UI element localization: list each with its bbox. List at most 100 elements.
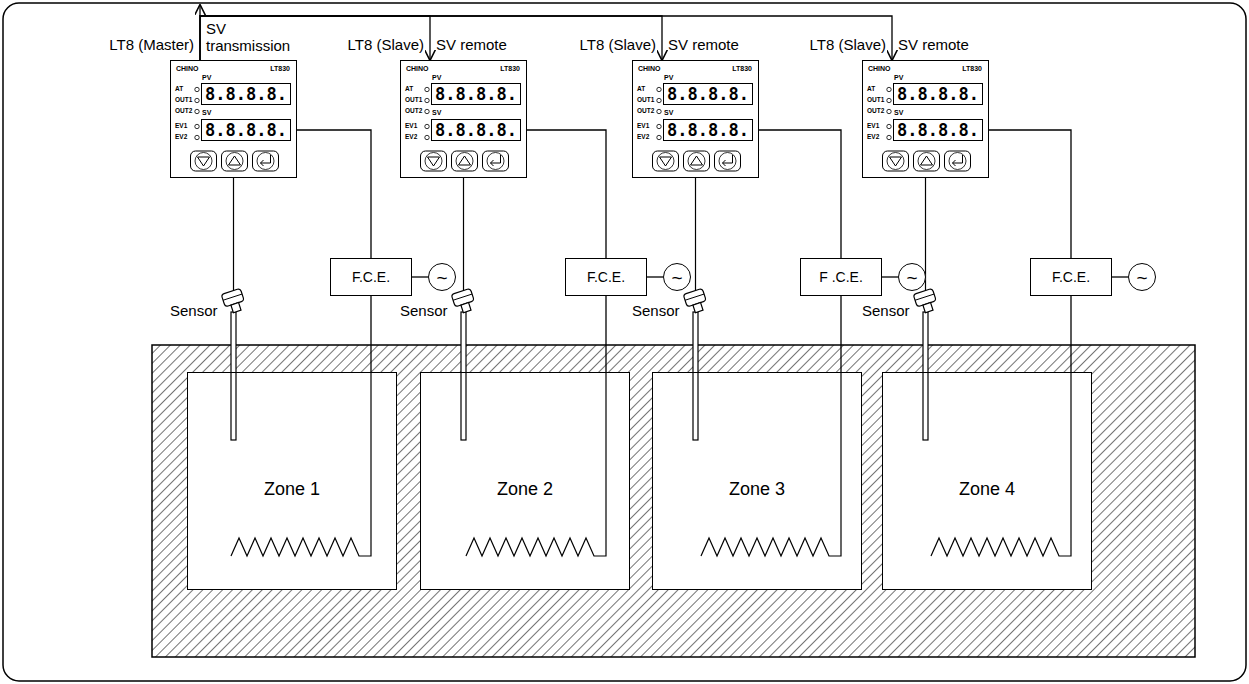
status-led (425, 135, 429, 139)
edge-label: SV remote (898, 36, 969, 53)
heater-element (931, 372, 1071, 556)
signal-wire (840, 296, 841, 372)
key-glyph (921, 156, 933, 165)
sensor-tube (231, 312, 236, 440)
display-digits: 8.8.8.8. (663, 119, 753, 141)
signal-wire (647, 276, 663, 277)
status-led (195, 98, 199, 102)
key-ring (719, 153, 736, 170)
status-led (425, 109, 429, 113)
status-led (657, 109, 661, 113)
ac-symbol: ~ (436, 268, 447, 287)
figure-frame (3, 3, 1246, 681)
transmission-arrow (199, 5, 200, 16)
display-digits: 8.8.8.8. (201, 119, 291, 141)
sensor-head (913, 288, 939, 314)
controller-label: SV transmission (206, 20, 306, 54)
panel-marking: EV1 (405, 123, 417, 130)
controller-panel: CHINOLT830PV8.8.8.8.SV8.8.8.8.ATOUT1OUT2… (400, 60, 527, 178)
zone-chamber (187, 372, 397, 590)
key-ring (887, 153, 904, 170)
signal-wire (297, 130, 371, 258)
key-glyph (660, 157, 672, 166)
zone-box: Zone 3 (652, 372, 862, 590)
heater-element (466, 372, 606, 556)
zone-chamber (420, 372, 630, 590)
controller-panel: CHINOLT830PV8.8.8.8.SV8.8.8.8.ATOUT1OUT2… (862, 60, 989, 178)
signal-wire (1112, 276, 1128, 277)
signal-wire (882, 276, 898, 277)
controller-label: LT8 (Slave) (580, 36, 656, 53)
key-button (452, 151, 478, 171)
edge-label: SV remote (668, 36, 739, 53)
key-ring (688, 153, 705, 170)
heater-element (231, 372, 371, 556)
controller-panel: CHINOLT830PV8.8.8.8.SV8.8.8.8.ATOUT1OUT2… (170, 60, 297, 178)
zone-name: Zone 1 (264, 479, 320, 500)
display-digits: 8.8.8.8. (893, 83, 983, 105)
signal-wire (759, 130, 841, 258)
zone-chamber (652, 372, 862, 590)
status-led (195, 124, 199, 128)
sensor-wire (695, 178, 696, 291)
ac-source-circle: ~ (663, 263, 691, 291)
panel-marking: AT (175, 86, 183, 93)
status-led (887, 109, 891, 113)
status-led (657, 87, 661, 91)
panel-marking: EV2 (867, 134, 879, 141)
furnace-wall (152, 345, 1195, 657)
key-glyph (229, 156, 241, 165)
status-led (425, 124, 429, 128)
controller-label: LT8 (Slave) (348, 36, 424, 53)
controller-label: LT8 (Master) (109, 36, 194, 53)
ac-symbol: ~ (1136, 268, 1147, 287)
key-ring (425, 153, 442, 170)
sensor-wire (463, 178, 464, 291)
signal-wire (527, 130, 606, 258)
box-label: F.C.E. (352, 269, 390, 285)
key-button (222, 151, 248, 171)
fce-box: F .C.E. (800, 258, 882, 296)
ac-symbol: ~ (906, 268, 917, 287)
controller-panel: CHINOLT830PV8.8.8.8.SV8.8.8.8.ATOUT1OUT2… (632, 60, 759, 178)
status-led (657, 135, 661, 139)
panel-marking: CHINO (176, 65, 199, 72)
ac-source-circle: ~ (1128, 263, 1156, 291)
panel-marking: SV (432, 109, 441, 116)
key-button (483, 151, 509, 171)
panel-marking: SV (894, 109, 903, 116)
key-button (914, 151, 940, 171)
panel-marking: EV2 (175, 134, 187, 141)
panel-marking: PV (664, 74, 673, 81)
edge-label: SV remote (436, 36, 507, 53)
fce-box: F.C.E. (330, 258, 412, 296)
panel-marking: CHINO (868, 65, 891, 72)
signal-wire (370, 296, 371, 372)
ac-source-circle: ~ (428, 263, 456, 291)
status-led (195, 135, 199, 139)
panel-marking: AT (867, 86, 875, 93)
panel-marking: EV1 (867, 123, 879, 130)
signal-wire (989, 130, 1071, 258)
display-digits: 8.8.8.8. (201, 83, 291, 105)
sensor-wire (233, 178, 234, 291)
panel-marking: CHINO (638, 65, 661, 72)
sensor-tube (923, 312, 928, 440)
key-glyph (953, 155, 963, 166)
panel-marking: OUT2 (175, 108, 192, 115)
key-button (883, 151, 909, 171)
panel-marking: OUT1 (867, 97, 884, 104)
signal-wire (412, 276, 428, 277)
fce-box: F.C.E. (565, 258, 647, 296)
key-ring (226, 153, 243, 170)
panel-marking: OUT2 (637, 108, 654, 115)
key-button (253, 151, 279, 171)
signal-wire (605, 296, 606, 372)
panel-marking: OUT2 (405, 108, 422, 115)
panel-marking: LT830 (270, 65, 290, 72)
sensor-label: Sensor (400, 302, 448, 319)
key-button (653, 151, 679, 171)
key-glyph (428, 157, 440, 166)
key-button (421, 151, 447, 171)
key-button (684, 151, 710, 171)
